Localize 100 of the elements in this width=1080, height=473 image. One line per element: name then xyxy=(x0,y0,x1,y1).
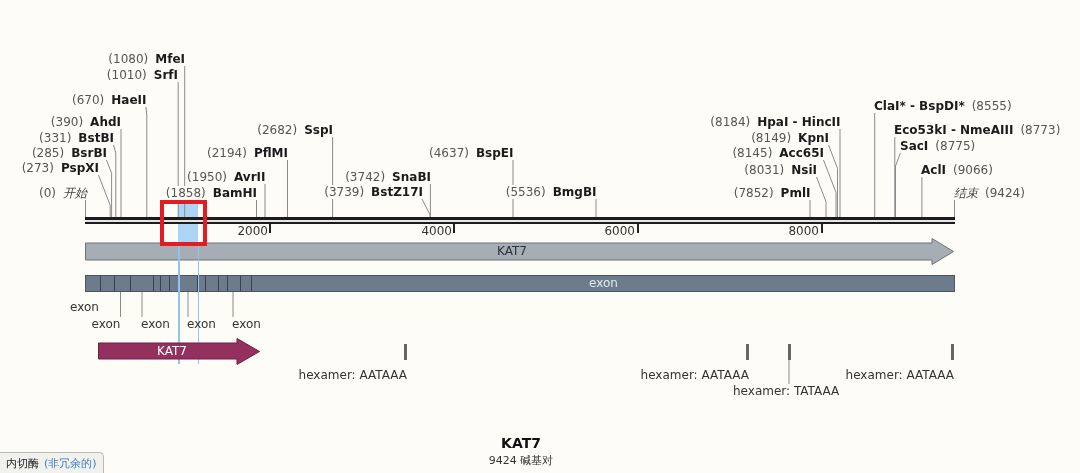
leader-line xyxy=(184,65,186,218)
enzyme-name: ClaI* - BspDI* xyxy=(874,99,965,113)
leader-line xyxy=(828,144,838,218)
leader-line xyxy=(187,291,189,318)
leader-line xyxy=(839,128,841,218)
enzyme-name: BspEI xyxy=(475,146,514,160)
sequence-length: 9424 碱基对 xyxy=(488,453,554,467)
enzyme-name: PflMI xyxy=(253,146,288,160)
scale-label: 8000 xyxy=(788,224,819,238)
leader-line xyxy=(177,81,179,218)
leader-line xyxy=(145,106,148,218)
cut-site-position: (1010) xyxy=(106,68,147,82)
enzyme-name: AclI xyxy=(921,163,946,177)
feature-mark xyxy=(787,344,791,360)
exon-label: exon xyxy=(141,317,170,331)
enzyme-name: PmlI xyxy=(780,186,811,200)
cut-site-position: (1858) xyxy=(165,186,206,200)
cut-site-position: (3742) xyxy=(345,170,386,184)
enzyme-name: MfeI xyxy=(155,52,185,66)
enzyme-name: HpaI - HincII xyxy=(757,115,841,129)
enzyme-name: Eco53kI - NmeAIII xyxy=(894,123,1014,137)
cut-site-position: (8773) xyxy=(1020,123,1061,137)
cut-site-position: (8031) xyxy=(744,163,785,177)
enzyme-name: BmgBI xyxy=(552,185,597,199)
cut-site-position: (8775) xyxy=(935,139,976,153)
enzyme-name: SacI xyxy=(900,139,929,153)
enzyme-name: BamHI xyxy=(212,186,257,200)
enzyme-name: KpnI xyxy=(798,131,829,145)
cut-site-position: (670) xyxy=(72,93,105,107)
leader-line xyxy=(788,359,790,385)
leader-line xyxy=(106,159,113,218)
gene-label: KAT7 xyxy=(497,243,527,260)
cut-site-position: (1950) xyxy=(187,170,227,184)
base-position: (0) xyxy=(39,186,56,200)
enzyme-tab: 内切酶 (非冗余的) xyxy=(0,452,104,473)
leader-line xyxy=(287,159,288,218)
feature-label: hexamer: AATAAA xyxy=(640,368,749,382)
leader-line xyxy=(895,152,901,218)
dna-backbone xyxy=(85,217,955,224)
enzyme-name: SspI xyxy=(304,123,333,137)
enzyme-name: SrfI xyxy=(153,68,178,82)
sequence-start-label: 开始 xyxy=(63,186,87,200)
enzyme-name: PspXI xyxy=(60,161,99,175)
enzyme-name: BstZ17I xyxy=(371,185,423,199)
cut-site-position: (5536) xyxy=(505,185,546,199)
enzyme-name: AhdI xyxy=(90,115,121,129)
cut-site-position: (390) xyxy=(50,115,84,129)
exon-label: exon xyxy=(91,317,121,331)
cut-site-position: (1080) xyxy=(108,52,149,66)
exon-label: exon xyxy=(232,317,261,331)
leader-line xyxy=(823,159,837,218)
enzyme-name: Acc65I xyxy=(779,146,824,160)
enzyme-name: BsrBI xyxy=(71,146,107,160)
leader-line xyxy=(421,198,431,218)
exon-label: exon xyxy=(589,276,618,291)
leader-line xyxy=(98,174,111,218)
sequence-end-label: 结束 xyxy=(954,186,978,200)
cut-site-position: (8184) xyxy=(710,115,751,129)
cut-site-position: (8145) xyxy=(732,146,773,160)
scale-label: 6000 xyxy=(604,224,635,238)
leader-line xyxy=(141,291,143,318)
leader-line xyxy=(894,136,896,218)
gene-label: KAT7 xyxy=(157,343,187,360)
cut-site-position: (9066) xyxy=(953,163,993,177)
exon-label: exon xyxy=(187,317,216,331)
leader-line xyxy=(120,291,121,318)
feature-label: hexamer: TATAAA xyxy=(733,384,840,398)
cut-site-position: (2682) xyxy=(257,123,298,137)
leader-line xyxy=(113,144,117,218)
leader-line xyxy=(429,183,431,218)
cut-site-position: (4637) xyxy=(429,146,469,160)
cut-site-position: (331) xyxy=(39,131,72,145)
enzyme-name: SnaBI xyxy=(392,170,431,184)
leader-line xyxy=(264,183,266,218)
leader-line xyxy=(809,199,811,218)
feature-label: hexamer: AATAAA xyxy=(298,368,407,382)
enzyme-name: AvrII xyxy=(233,170,266,184)
cut-site-position: (3739) xyxy=(324,185,365,199)
leader-line xyxy=(85,199,86,218)
map-title: KAT7 xyxy=(501,435,541,451)
exon-label: exon xyxy=(70,300,99,314)
cut-site-position: (8149) xyxy=(751,131,792,145)
exon-track xyxy=(85,275,955,292)
leader-line xyxy=(816,176,827,218)
enzyme-name: BstBI xyxy=(78,131,114,145)
cut-site-position: (7852) xyxy=(733,186,774,200)
cut-site-position: (8555) xyxy=(971,99,1012,113)
scale-label: 4000 xyxy=(421,224,452,238)
leader-line xyxy=(512,159,514,218)
leader-line xyxy=(232,291,234,318)
leader-line xyxy=(954,199,955,218)
leader-line xyxy=(120,128,122,218)
leader-line xyxy=(874,112,876,218)
scale-label: 2000 xyxy=(237,224,268,238)
cut-site-position: (285) xyxy=(31,146,65,160)
leader-line xyxy=(256,199,257,218)
leader-line xyxy=(595,198,597,218)
enzyme-name: NsiI xyxy=(791,163,817,177)
leader-line xyxy=(332,136,334,218)
enzyme-name: HaeII xyxy=(111,93,147,107)
